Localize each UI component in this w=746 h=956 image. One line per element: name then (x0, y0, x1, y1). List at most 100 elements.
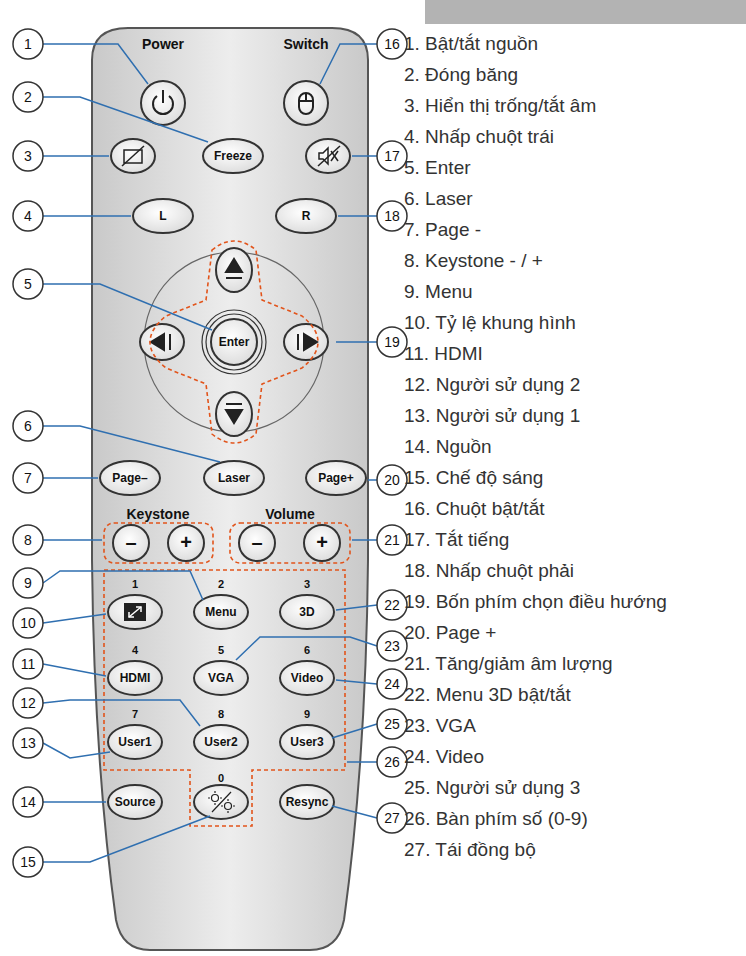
legend-item: 8. Keystone - / + (404, 245, 740, 276)
legend-list: 1. Bật/tắt nguồn2. Đóng băng3. Hiển thị … (404, 28, 740, 865)
leader-line (336, 680, 377, 684)
leader-line (336, 341, 377, 343)
callout-circle (13, 688, 43, 718)
callout-number: 23 (384, 639, 400, 653)
legend-item: 21. Tăng/giảm âm lượng (404, 648, 740, 679)
callout-circle (377, 525, 407, 555)
legend-item: 15. Chế độ sáng (404, 462, 740, 493)
key-digit: 6 (304, 645, 310, 656)
legend-item: 18. Nhấp chuột phải (404, 555, 740, 586)
callout-number: 6 (24, 419, 32, 433)
legend-item: 16. Chuột bật/tắt (404, 493, 740, 524)
leader-line (332, 806, 377, 818)
key-digit: 5 (218, 645, 224, 656)
callout-number: 3 (24, 149, 32, 163)
callout-number: 5 (24, 277, 32, 291)
leader-line (43, 215, 131, 217)
callout-number: 15 (20, 855, 36, 869)
legend-item: 14. Nguồn (404, 431, 740, 462)
callout-circle (13, 649, 43, 679)
key-digit: 0 (218, 773, 224, 784)
callout-number: 24 (384, 677, 400, 691)
legend-item: 9. Menu (404, 276, 740, 307)
button-caption: Volume (265, 507, 315, 521)
callout-number: 2 (24, 90, 32, 104)
callout-number: 13 (20, 736, 36, 750)
header-bar (425, 0, 746, 24)
callout-circle (13, 787, 43, 817)
leader-line (43, 700, 200, 726)
callout-number: 10 (20, 616, 36, 630)
button-label: 3D (299, 606, 314, 618)
callout-circle (13, 568, 43, 598)
button-label: User1 (118, 736, 151, 748)
legend-item: 5. Enter (404, 152, 740, 183)
key-digit: 1 (132, 579, 138, 590)
callout-circle (13, 141, 43, 171)
legend-item: 13. Người sử dụng 1 (404, 400, 740, 431)
callout-number: 20 (384, 473, 400, 487)
callout-circle (377, 590, 407, 620)
callout-circle (377, 803, 407, 833)
callout-circle (13, 201, 43, 231)
callout-number: 19 (384, 335, 400, 349)
button-label: Resync (286, 796, 329, 808)
button-caption: Switch (283, 37, 328, 51)
sign-label: + (316, 532, 328, 552)
legend-item: 6. Laser (404, 183, 740, 214)
button-label: Enter (219, 336, 250, 348)
leader-line (43, 801, 106, 803)
callout-circle (377, 669, 407, 699)
button-caption: Power (142, 37, 184, 51)
leader-line (352, 155, 377, 157)
leader-line (332, 724, 377, 738)
button-caption: Keystone (126, 507, 189, 521)
callout-circle (13, 847, 43, 877)
leader-line (43, 664, 106, 676)
key-digit: 2 (218, 579, 224, 590)
button-label: L (159, 210, 166, 222)
legend-item: 25. Người sử dụng 3 (404, 772, 740, 803)
legend-item: 4. Nhấp chuột trái (404, 121, 740, 152)
callout-circle (377, 709, 407, 739)
callout-circle (13, 608, 43, 638)
legend-item: 7. Page - (404, 214, 740, 245)
key-digit: 4 (132, 645, 138, 656)
key-digit: 8 (218, 709, 224, 720)
leader-line (43, 426, 220, 462)
sign-label: + (180, 532, 192, 552)
legend-item: 22. Menu 3D bật/tắt (404, 679, 740, 710)
key-digit: 7 (132, 709, 138, 720)
callout-number: 14 (20, 795, 36, 809)
callout-circle (377, 29, 407, 59)
button-label: Video (291, 672, 323, 684)
leader-line (338, 215, 377, 217)
callout-number: 16 (384, 37, 400, 51)
legend-item: 20. Page + (404, 617, 740, 648)
button-label: Menu (205, 606, 236, 618)
button-label: Source (115, 796, 156, 808)
sign-label: – (125, 532, 136, 552)
legend-item: 10. Tỷ lệ khung hình (404, 307, 740, 338)
callout-circle (377, 201, 407, 231)
leader-line (43, 44, 148, 84)
legend-item: 24. Video (404, 741, 740, 772)
sign-label: – (251, 532, 262, 552)
callout-circle (13, 525, 43, 555)
callout-number: 1 (24, 37, 32, 51)
callout-number: 12 (20, 696, 36, 710)
leader-line (236, 637, 377, 660)
callout-number: 8 (24, 533, 32, 547)
button-label: Freeze (214, 150, 252, 162)
legend-item: 1. Bật/tắt nguồn (404, 28, 740, 59)
callout-circle (377, 747, 407, 777)
callout-circles (13, 29, 407, 877)
key-digit: 9 (304, 709, 310, 720)
legend-item: 11. HDMI (404, 338, 740, 369)
button-label: Page– (112, 472, 147, 484)
legend-item: 26. Bàn phím số (0-9) (404, 803, 740, 834)
leader-line (43, 155, 109, 157)
callout-circle (13, 29, 43, 59)
leader-line (352, 539, 377, 541)
